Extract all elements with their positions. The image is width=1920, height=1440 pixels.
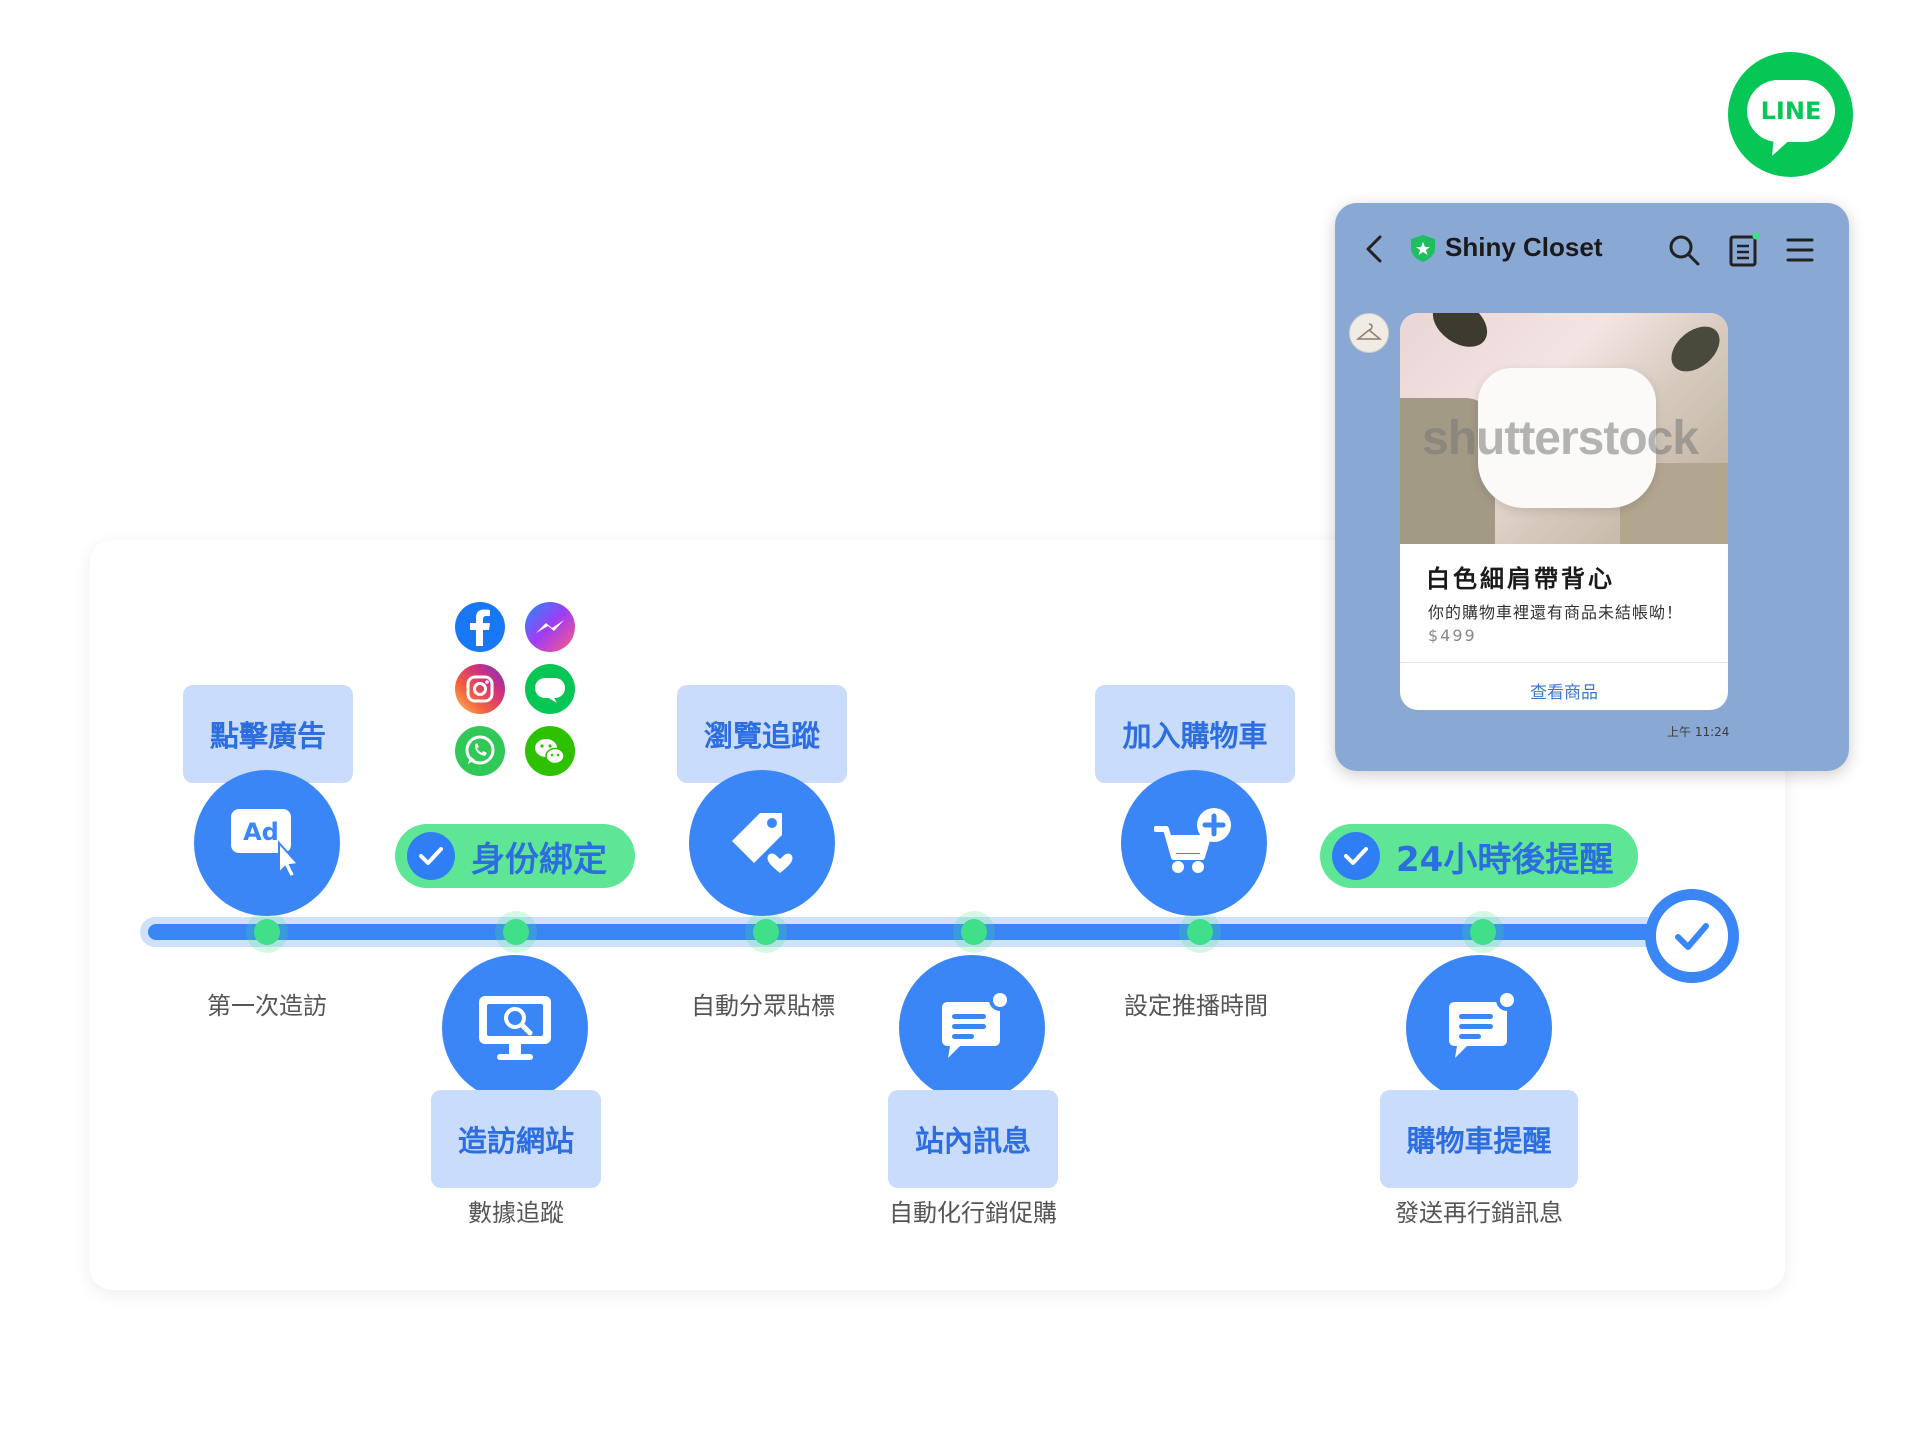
ad-click-icon: Ad <box>231 809 301 879</box>
step-circle-browse-track <box>689 770 835 916</box>
step-circle-click-ad: Ad <box>194 770 340 916</box>
step-label-visit-site: 造訪網站 <box>431 1090 601 1188</box>
step-label-add-cart: 加入購物車 <box>1095 685 1295 783</box>
messenger-icon <box>525 602 575 652</box>
pill-identity-binding: 身份綁定 <box>395 824 635 888</box>
message-timestamp: 上午 11:24 <box>1667 725 1730 739</box>
step-label-browse-track: 瀏覽追蹤 <box>677 685 847 783</box>
search-icon[interactable] <box>1667 233 1701 267</box>
chat-message-icon <box>942 989 1011 1058</box>
whatsapp-icon <box>455 726 505 776</box>
step-sub-auto-marketing: 自動化行銷促購 <box>889 1199 1057 1227</box>
line-chat-window: Shiny Closet shutterstock 白色細肩帶背心 你的購物車裡… <box>1335 203 1849 771</box>
monitor-search-icon <box>479 996 551 1060</box>
photo-watermark: shutterstock <box>1422 412 1699 465</box>
timeline-end-check <box>1645 889 1739 983</box>
chat-title: Shiny Closet <box>1445 232 1603 262</box>
step-circle-cart-reminder <box>1406 955 1552 1101</box>
step-label-click-ad: 點擊廣告 <box>183 685 353 783</box>
timeline-dot <box>1187 919 1213 945</box>
hanger-icon <box>1355 323 1383 340</box>
step-sub-remarketing: 發送再行銷訊息 <box>1395 1199 1563 1227</box>
line-logo: LINE <box>1728 52 1853 177</box>
product-message-card[interactable]: shutterstock 白色細肩帶背心 你的購物車裡還有商品未結帳呦！ $49… <box>1400 313 1728 710</box>
tag-heart-icon <box>732 813 796 877</box>
photo-leaf <box>1423 313 1497 357</box>
line-icon <box>525 664 575 714</box>
view-product-button[interactable]: 查看商品 <box>1530 683 1598 703</box>
timeline-dot <box>254 919 280 945</box>
timeline-dot <box>503 919 529 945</box>
avatar <box>1349 313 1389 353</box>
instagram-icon <box>455 664 505 714</box>
check-icon <box>1675 923 1709 950</box>
step-circle-visit-site <box>442 955 588 1101</box>
pill-text: 身份綁定 <box>471 839 607 880</box>
chat-message-icon <box>1449 989 1518 1058</box>
product-name: 白色細肩帶背心 <box>1426 565 1615 593</box>
step-label-onsite-message: 站內訊息 <box>888 1090 1058 1188</box>
wechat-icon <box>525 726 575 776</box>
pill-text: 24小時後提醒 <box>1396 839 1614 880</box>
check-icon <box>1332 832 1380 880</box>
step-sub-auto-segment: 自動分眾貼標 <box>691 992 835 1020</box>
timeline-dot <box>753 919 779 945</box>
step-sub-push-time: 設定推播時間 <box>1124 992 1268 1020</box>
verified-shield-icon <box>1411 235 1435 262</box>
check-icon <box>407 832 455 880</box>
cart-add-icon <box>1154 808 1231 873</box>
step-sub-first-visit: 第一次造訪 <box>207 992 327 1020</box>
step-sub-data-tracking: 數據追蹤 <box>468 1199 564 1227</box>
product-photo: shutterstock <box>1400 313 1728 544</box>
timeline-dot <box>961 919 987 945</box>
timeline-dot <box>1470 919 1496 945</box>
step-circle-add-cart <box>1121 770 1267 916</box>
line-logo-text: LINE <box>1747 80 1835 142</box>
timeline-track <box>148 924 1654 940</box>
facebook-icon <box>455 602 505 652</box>
line-bubble-tail-icon <box>1772 136 1794 156</box>
photo-shirt <box>1478 368 1656 508</box>
photo-leaf <box>1662 317 1728 381</box>
svg-text:Ad: Ad <box>243 818 279 846</box>
product-price: $499 <box>1428 626 1477 645</box>
menu-icon[interactable] <box>1785 235 1815 265</box>
notes-icon[interactable] <box>1727 231 1761 267</box>
divider <box>1400 662 1728 663</box>
step-circle-onsite-message <box>899 955 1045 1101</box>
step-label-cart-reminder: 購物車提醒 <box>1380 1090 1578 1188</box>
product-description: 你的購物車裡還有商品未結帳呦！ <box>1428 603 1684 622</box>
pill-24h-reminder: 24小時後提醒 <box>1320 824 1638 888</box>
back-arrow-icon[interactable] <box>1363 233 1385 265</box>
